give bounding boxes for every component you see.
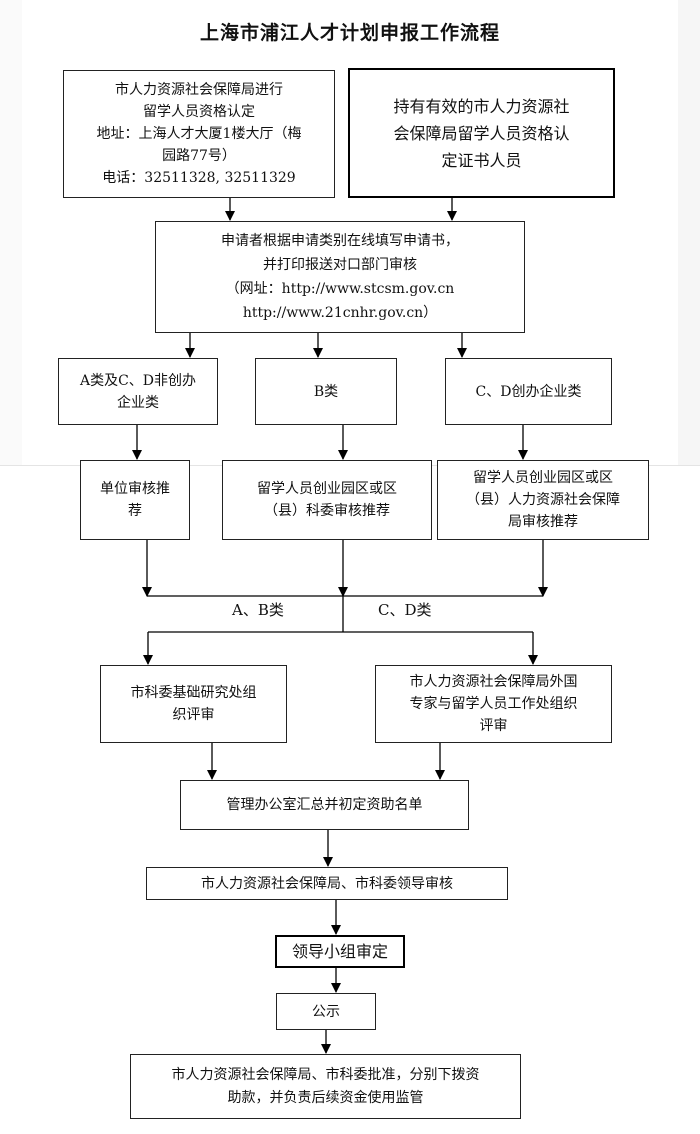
box-hr-review: 市人力资源社会保障局外国 专家与留学人员工作处组织 评审 — [375, 665, 612, 743]
box-line: 电话：32511328, 32511329 — [102, 170, 296, 186]
box-line: 领导小组审定 — [291, 941, 388, 961]
box-final-approval: 市人力资源社会保障局、市科委批准，分别下拨资 助款，并负责后续资金使用监管 — [130, 1054, 521, 1119]
box-leader-review: 市人力资源社会保障局、市科委领导审核 — [146, 867, 508, 900]
box-publicity: 公示 — [276, 993, 376, 1030]
box-line: C、D创办企业类 — [475, 383, 582, 400]
box-line: 公示 — [312, 1003, 340, 1020]
box-park-sci-recommend: 留学人员创业园区或区 （县）科委审核推荐 — [222, 460, 432, 540]
box-line: 园路77号） — [162, 148, 236, 164]
box-summary: 管理办公室汇总并初定资助名单 — [180, 780, 469, 830]
box-line: 会保障局留学人员资格认 — [393, 123, 570, 143]
box-line: 市人力资源社会保障局、市科委批准，分别下拨资 — [171, 1066, 480, 1083]
diagram-title: 上海市浦江人才计划申报工作流程 — [199, 22, 500, 44]
box-line: 市科委基础研究处组 — [130, 685, 257, 701]
box-line: 留学人员资格认定 — [143, 104, 255, 120]
box-line: 定证书人员 — [441, 150, 522, 170]
box-line: B类 — [313, 383, 339, 400]
box-line: 申请者根据申请类别在线填写申请书， — [221, 233, 459, 249]
box-line: 市人力资源社会保障局外国 — [409, 674, 578, 690]
box-line: 市人力资源社会保障局、市科委领导审核 — [201, 875, 453, 892]
box-online-application: 申请者根据申请类别在线填写申请书， 并打印报送对口部门审核 （网址：http:/… — [155, 221, 525, 333]
box-category-b: B类 — [255, 358, 397, 425]
box-line: 并打印报送对口部门审核 — [263, 257, 417, 273]
box-category-a: A类及C、D非创办 企业类 — [58, 358, 218, 425]
box-park-hr-recommend: 留学人员创业园区或区 （县）人力资源社会保障 局审核推荐 — [437, 460, 649, 540]
box-line: 评审 — [479, 718, 508, 734]
box-line: 地址：上海人才大厦1楼大厅（梅 — [96, 126, 302, 142]
box-holders: 持有有效的市人力资源社 会保障局留学人员资格认 定证书人员 — [348, 68, 615, 198]
box-unit-recommend: 单位审核推 荐 — [80, 460, 190, 540]
box-line: 单位审核推 — [100, 481, 170, 497]
box-line: （网址：http://www.stcsm.gov.cn — [225, 281, 455, 297]
background-strip-right — [678, 0, 700, 465]
box-line: （县）人力资源社会保障 — [466, 492, 620, 508]
box-line: 留学人员创业园区或区 — [257, 481, 397, 497]
box-line: 荐 — [128, 503, 142, 519]
box-line: 市人力资源社会保障局进行 — [115, 82, 283, 98]
box-hr-cert: 市人力资源社会保障局进行 留学人员资格认定 地址：上海人才大厦1楼大厅（梅 园路… — [63, 70, 335, 198]
box-category-cd: C、D创办企业类 — [445, 358, 612, 425]
label-cd: C、D类 — [378, 601, 432, 619]
box-line: 织评审 — [172, 707, 215, 723]
box-line: 专家与留学人员工作处组织 — [409, 696, 578, 712]
box-line: 企业类 — [117, 394, 159, 411]
box-line: A类及C、D非创办 — [79, 372, 197, 389]
box-line: 助款，并负责后续资金使用监管 — [227, 1089, 424, 1106]
box-group-decide: 领导小组审定 — [275, 935, 405, 968]
box-line: 局审核推荐 — [508, 514, 578, 530]
box-line: 留学人员创业园区或区 — [473, 470, 613, 486]
box-line: （县）科委审核推荐 — [264, 503, 390, 519]
box-line: http://www.21cnhr.gov.cn） — [242, 305, 438, 321]
background-strip-left — [0, 0, 22, 465]
box-line: 持有有效的市人力资源社 — [393, 96, 570, 116]
box-line: 管理办公室汇总并初定资助名单 — [226, 797, 423, 813]
label-ab: A、B类 — [232, 601, 284, 619]
box-sci-review: 市科委基础研究处组 织评审 — [100, 665, 287, 743]
